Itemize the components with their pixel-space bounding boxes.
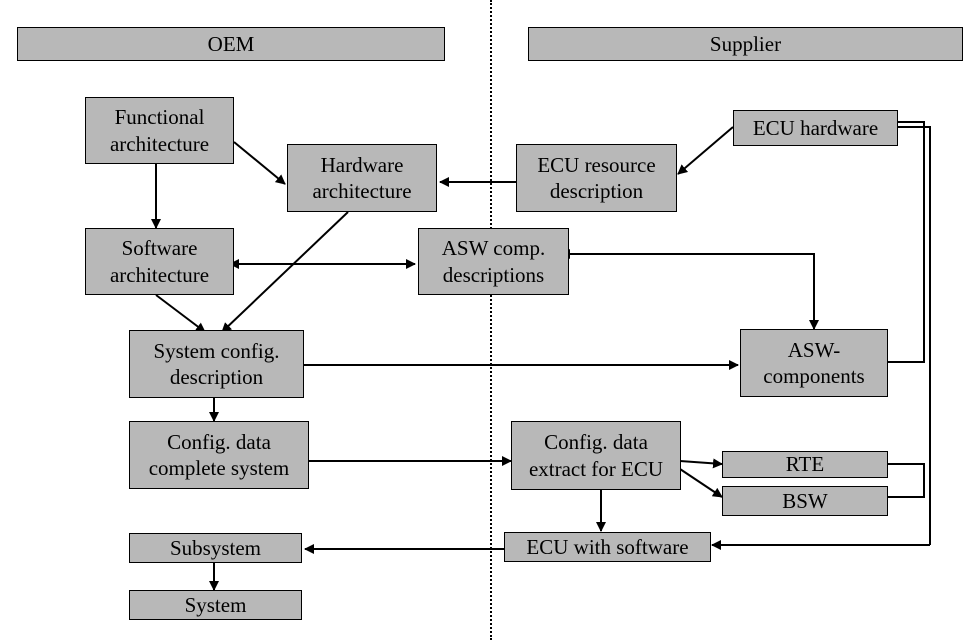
- connector-ecuhw-to-collector: [898, 126, 931, 545]
- system-box: System: [129, 590, 302, 620]
- ecu-resource-description-box: ECU resource description: [516, 144, 677, 212]
- oem-header: OEM: [17, 27, 445, 61]
- software-architecture-box: Software architecture: [85, 228, 234, 295]
- arrow-extract-to-bsw: [679, 468, 723, 498]
- arrow-functional-to-hardware: [233, 141, 286, 185]
- oem-supplier-divider: [490, 0, 492, 640]
- asw-components-box: ASW- components: [740, 329, 888, 397]
- hardware-architecture-box: Hardware architecture: [287, 144, 437, 212]
- config-data-extract-for-ecu-box: Config. data extract for ECU: [511, 421, 681, 490]
- connector-ecuhw-to-collector-2: [888, 121, 925, 363]
- supplier-header: Supplier: [528, 27, 963, 61]
- arrow-aswdesc-aswcomp: [560, 249, 819, 330]
- ecu-hardware-box: ECU hardware: [733, 110, 898, 146]
- arrow-extract-to-rte: [679, 458, 723, 469]
- system-config-description-box: System config. description: [129, 330, 304, 398]
- config-data-complete-system-box: Config. data complete system: [129, 421, 309, 489]
- arrow-hardware-to-sysconfig: [221, 211, 349, 333]
- asw-comp-descriptions-box: ASW comp. descriptions: [418, 228, 569, 295]
- connector-rte-bsw-loop: [888, 463, 925, 498]
- arrow-software-to-sysconfig: [155, 294, 206, 333]
- rte-box: RTE: [722, 451, 888, 478]
- bsw-box: BSW: [722, 486, 888, 516]
- functional-architecture-box: Functional architecture: [85, 97, 234, 164]
- arrow-ecuhw-to-resource: [677, 126, 734, 175]
- subsystem-box: Subsystem: [129, 533, 302, 563]
- ecu-with-software-box: ECU with software: [504, 532, 711, 562]
